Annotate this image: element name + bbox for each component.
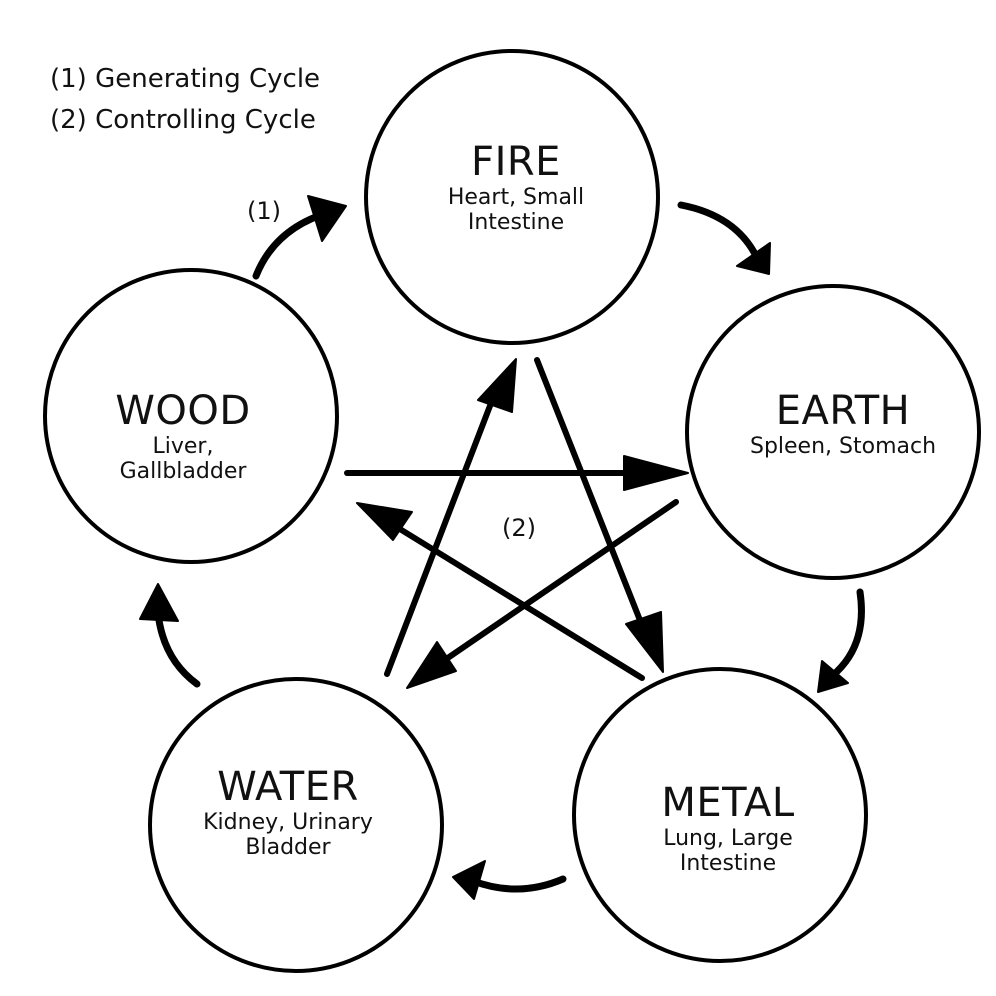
fire-element: FIRE Heart, Small Intestine [448,139,584,235]
arrowhead-metal-to-wood [356,502,413,541]
arrowhead-water-to-wood [139,583,179,622]
arrowhead-water-to-fire [477,358,517,413]
controlling-cycle-label: (2) [502,514,536,542]
legend-controlling-cycle: (2) Controlling Cycle [50,105,316,135]
arrow-metal-to-water [469,875,567,893]
element-name: FIRE [471,139,561,185]
element-organs: Kidney, Urinary [203,810,373,835]
element-organs: Lung, Large [663,826,793,851]
element-organs: Intestine [467,210,565,235]
water-element: WATER Kidney, Urinary Bladder [203,764,373,860]
wood-element: WOOD Liver, Gallbladder [115,388,250,484]
element-name: WATER [217,764,359,810]
fire-circle [364,49,660,345]
earth-element: EARTH Spleen, Stomach [750,388,936,459]
element-name: EARTH [775,388,911,434]
metal-circle [572,667,868,963]
water-circle [148,677,444,973]
arrow-fire-to-metal [534,357,650,641]
arrowhead-wood-to-fire [307,195,347,242]
element-organs: Spleen, Stomach [749,434,937,459]
element-organs: Bladder [245,835,331,860]
arrowhead-earth-to-metal [817,660,849,693]
element-name: WOOD [115,388,251,434]
arrow-earth-to-metal [828,588,865,680]
generating-cycle [154,201,865,893]
arrowhead-earth-to-water [406,641,457,689]
arrow-water-to-wood [154,609,201,688]
generating-cycle-label: (1) [247,197,281,225]
arrowhead-metal-to-water [452,860,486,900]
arrow-water-to-fire [384,395,496,677]
legend-generating-cycle: (1) Generating Cycle [50,64,321,94]
element-organs: Gallbladder [119,459,247,484]
arrow-earth-to-water [433,499,679,669]
arrowhead-fire-to-earth [736,242,771,275]
controlling-cycle [344,357,679,681]
element-name: METAL [661,780,795,826]
arrowhead-fire-to-metal [625,611,664,673]
element-organs: Intestine [679,851,777,876]
arrow-fire-to-earth [677,201,762,264]
element-organs: Heart, Small [447,185,585,210]
element-organs: Liver, [152,434,214,459]
arrowhead-wood-to-earth [623,455,689,491]
metal-element: METAL Lung, Large Intestine [661,780,794,876]
wood-circle [43,268,339,564]
earth-circle [685,284,981,580]
